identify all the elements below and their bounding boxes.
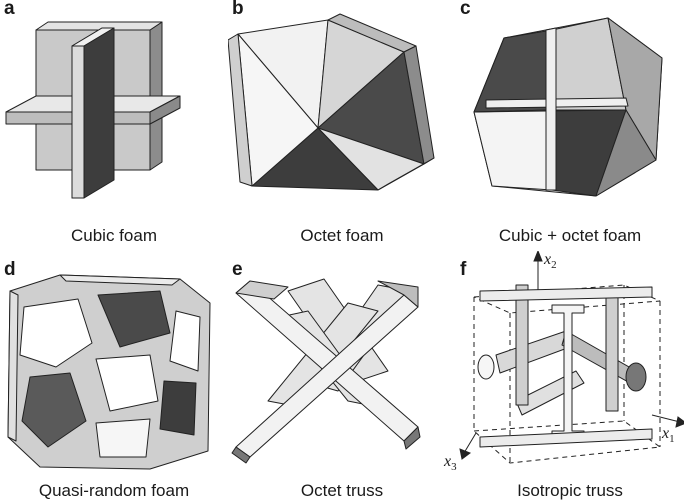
isotropic-truss-illustration bbox=[459, 251, 684, 464]
panel-caption: Cubic + octet foam bbox=[498, 226, 642, 245]
panel-quasi-random-foam: d Quasi-random foam bbox=[0, 251, 228, 502]
panel-cubic-octet-foam: c Cubic + octet foam bbox=[456, 0, 684, 251]
panel-letter: f bbox=[460, 259, 467, 280]
cubic-foam-illustration bbox=[5, 21, 181, 199]
panel-cubic-foam: a Cubic foam bbox=[0, 0, 228, 251]
panel-caption: Quasi-random foam bbox=[38, 481, 190, 500]
cubic-octet-foam-illustration bbox=[473, 17, 663, 197]
octet-foam-illustration bbox=[228, 13, 435, 191]
panel-octet-truss: e Octet truss bbox=[228, 251, 456, 502]
x2-axis-label: x2 bbox=[544, 251, 557, 272]
x3-axis-label: x3 bbox=[444, 453, 457, 474]
panel-isotropic-truss: f bbox=[444, 251, 684, 502]
panel-letter: b bbox=[232, 0, 244, 19]
panel-letter: d bbox=[4, 259, 16, 280]
panel-caption: Isotropic truss bbox=[517, 481, 623, 500]
panel-octet-foam: b Octet foam bbox=[228, 0, 456, 251]
x1-axis-label: x1 bbox=[662, 425, 675, 446]
octet-truss-illustration bbox=[231, 278, 421, 464]
quasi-random-foam-illustration bbox=[7, 274, 211, 470]
panel-letter: e bbox=[232, 259, 243, 280]
panel-caption: Octet foam bbox=[300, 226, 384, 245]
panel-caption: Octet truss bbox=[300, 481, 384, 500]
panel-letter: c bbox=[460, 0, 471, 19]
panel-caption: Cubic foam bbox=[71, 226, 157, 245]
panel-letter: a bbox=[4, 0, 15, 19]
